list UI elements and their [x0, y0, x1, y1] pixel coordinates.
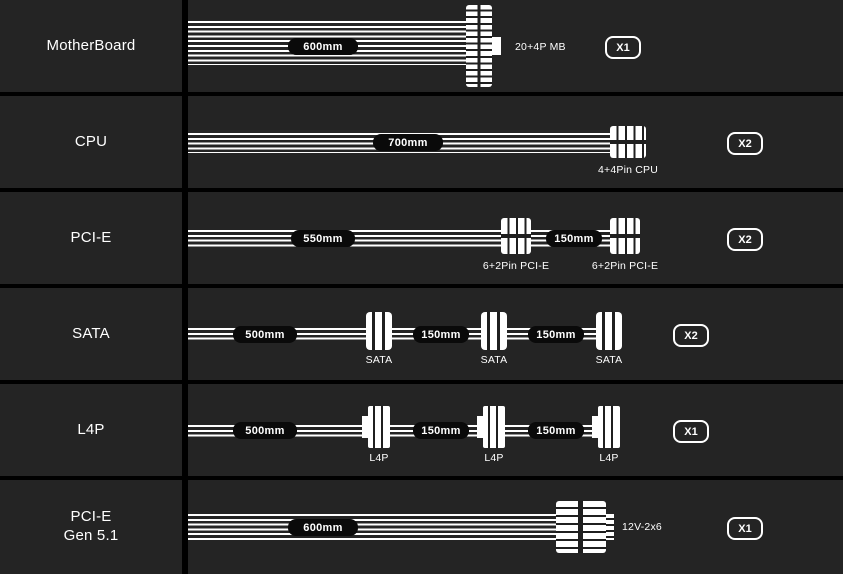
- l4p-connector-icon: [483, 406, 505, 448]
- sata-connector-icon: [366, 312, 392, 350]
- l4p-connector-icon: [368, 406, 390, 448]
- quantity-badge: X2: [673, 324, 709, 347]
- connector-label: L4P: [484, 452, 504, 464]
- cable-length-badge: 500mm: [233, 422, 297, 439]
- atx-20plus4-connector-icon: [466, 5, 492, 87]
- column-divider: [182, 0, 188, 574]
- row-label: PCI-E: [70, 228, 112, 246]
- cable-length-badge: 550mm: [291, 230, 355, 247]
- connector-label: L4P: [599, 452, 619, 464]
- connector-label: SATA: [365, 354, 393, 366]
- cable-length-badge: 150mm: [413, 326, 469, 343]
- sata-connector-icon: [481, 312, 507, 350]
- quantity-badge: X1: [605, 36, 641, 59]
- connector-label: L4P: [369, 452, 389, 464]
- row-pcie-gen51: PCI-E Gen 5.1 600mm 12V-2x6 X1: [0, 480, 843, 574]
- row-label: PCI-E Gen 5.1: [63, 508, 119, 544]
- cable-length-badge: 150mm: [528, 326, 584, 343]
- row-cpu: CPU 700mm 4+4Pin CPU X2: [0, 96, 843, 188]
- connector-label: 4+4Pin CPU: [597, 164, 659, 176]
- row-label: SATA: [72, 324, 110, 342]
- connector-label: 20+4P MB: [515, 41, 566, 53]
- pcie-6plus2-connector-icon: [501, 218, 531, 254]
- cable-length-badge: 150mm: [546, 230, 602, 247]
- quantity-badge: X2: [727, 228, 763, 251]
- connector-label: SATA: [595, 354, 623, 366]
- cable-length-badge: 150mm: [413, 422, 469, 439]
- 12v-2x6-connector-icon: [556, 501, 606, 553]
- quantity-badge: X1: [673, 420, 709, 443]
- row-label: L4P: [77, 420, 105, 438]
- row-motherboard: MotherBoard 600mm 20+4P MB X1: [0, 0, 843, 92]
- cable-length-badge: 600mm: [288, 519, 358, 536]
- connector-label: 6+2Pin PCI-E: [482, 260, 550, 272]
- quantity-badge: X1: [727, 517, 763, 540]
- cable-length-badge: 150mm: [528, 422, 584, 439]
- eps-4plus4-connector-icon: [610, 126, 646, 158]
- row-label: CPU: [74, 132, 108, 150]
- cable-length-badge: 700mm: [373, 134, 443, 151]
- row-pcie: PCI-E 550mm 150mm 6+2Pin PCI-E 6+2Pin PC…: [0, 192, 843, 284]
- row-l4p: L4P 500mm 150mm 150mm L4P L4P L4P X1: [0, 384, 843, 476]
- connector-label: 6+2Pin PCI-E: [591, 260, 659, 272]
- quantity-badge: X2: [727, 132, 763, 155]
- l4p-connector-icon: [598, 406, 620, 448]
- cable-length-badge: 500mm: [233, 326, 297, 343]
- cable-length-badge: 600mm: [288, 38, 358, 55]
- sata-connector-icon: [596, 312, 622, 350]
- row-label: MotherBoard: [46, 36, 136, 54]
- connector-label: 12V-2x6: [622, 521, 662, 533]
- pcie-6plus2-connector-icon: [610, 218, 640, 254]
- row-sata: SATA 500mm 150mm 150mm SATA SATA SATA X2: [0, 288, 843, 380]
- cable-ribbon: [188, 514, 558, 540]
- connector-label: SATA: [480, 354, 508, 366]
